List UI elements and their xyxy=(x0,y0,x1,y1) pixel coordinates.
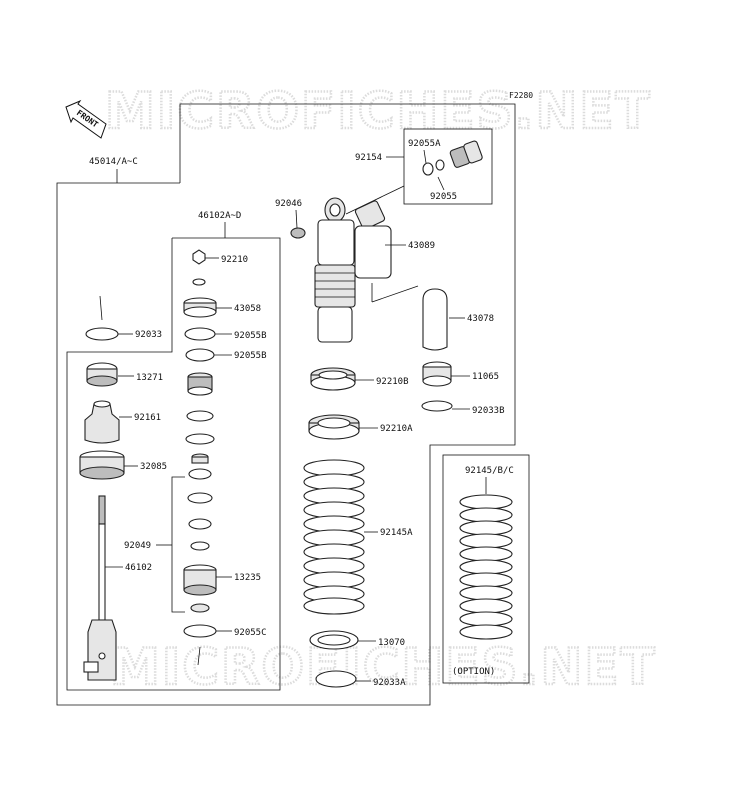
part-92055B-2 xyxy=(185,348,215,362)
part-92046 xyxy=(290,227,306,239)
label-92033A: 92033A xyxy=(373,678,406,688)
watermark-bottom: MICROFICHES.NET xyxy=(110,638,657,696)
label-43058: 43058 xyxy=(234,304,261,314)
label-92046: 92046 xyxy=(275,199,302,209)
part-piston xyxy=(187,372,213,396)
main-assembly-outline xyxy=(56,103,516,706)
label-32085: 32085 xyxy=(140,462,167,472)
part-92210 xyxy=(192,249,206,265)
part-92161 xyxy=(84,403,120,444)
label-92049: 92049 xyxy=(124,541,151,551)
part-nut-small xyxy=(191,453,209,464)
label-92055B-2: 92055B xyxy=(234,351,267,361)
figure-id: F2280 xyxy=(509,91,533,100)
part-92145A-spring xyxy=(303,459,365,615)
label-92210: 92210 xyxy=(221,255,248,265)
part-shim-2 xyxy=(185,433,215,445)
part-92055B-1 xyxy=(184,327,216,341)
part-shim-1 xyxy=(186,410,214,422)
label-13070: 13070 xyxy=(378,638,405,648)
part-11065 xyxy=(422,361,452,387)
label-92161: 92161 xyxy=(134,413,161,423)
label-option: (OPTION) xyxy=(452,667,495,677)
label-92145A: 92145A xyxy=(380,528,413,538)
part-92033 xyxy=(85,327,119,341)
part-13235 xyxy=(183,564,217,596)
label-92033B: 92033B xyxy=(472,406,505,416)
sub-assembly-outline xyxy=(66,237,281,691)
part-13271 xyxy=(86,362,118,387)
shock-body xyxy=(314,197,392,343)
label-13235: 13235 xyxy=(234,573,261,583)
option-outline xyxy=(442,454,530,684)
arrow-92033 xyxy=(99,295,103,321)
watermark-top: MICROFICHES.NET xyxy=(105,82,652,140)
bracket-92049 xyxy=(171,476,185,613)
part-washer-2 xyxy=(188,518,212,530)
part-92049 xyxy=(190,541,210,551)
part-shim-3 xyxy=(188,468,212,480)
label-92055B-1: 92055B xyxy=(234,331,267,341)
label-43078: 43078 xyxy=(467,314,494,324)
part-43058 xyxy=(183,297,217,318)
part-46102-shaft xyxy=(83,495,117,681)
front-arrow-icon: FRONT xyxy=(65,99,107,139)
label-43089: 43089 xyxy=(408,241,435,251)
label-45014: 45014/A~C xyxy=(89,157,138,167)
label-11065: 11065 xyxy=(472,372,499,382)
label-92154: 92154 xyxy=(355,153,382,163)
part-92210A xyxy=(308,414,360,440)
part-32085 xyxy=(79,450,125,480)
label-92210B: 92210B xyxy=(376,377,409,387)
part-92055C xyxy=(183,624,217,638)
part-washer-small xyxy=(192,278,206,286)
label-92210A: 92210A xyxy=(380,424,413,434)
label-92055A: 92055A xyxy=(408,139,441,149)
valve-box-outline xyxy=(403,128,493,205)
part-washer-1 xyxy=(187,492,213,504)
part-92210B xyxy=(310,367,356,391)
label-46102A: 46102A~D xyxy=(198,211,241,221)
part-92145BC-spring xyxy=(459,494,513,640)
label-92055C: 92055C xyxy=(234,628,267,638)
label-92033: 92033 xyxy=(135,330,162,340)
label-13271: 13271 xyxy=(136,373,163,383)
part-small-nut xyxy=(190,603,210,613)
part-92033B xyxy=(421,400,453,412)
label-46102: 46102 xyxy=(125,563,152,573)
valve-parts xyxy=(345,140,483,215)
label-92055: 92055 xyxy=(430,192,457,202)
part-92033A xyxy=(315,670,357,688)
part-43078 xyxy=(422,288,448,351)
label-92145BC: 92145/B/C xyxy=(465,466,514,476)
arrow-92055C xyxy=(197,646,201,666)
